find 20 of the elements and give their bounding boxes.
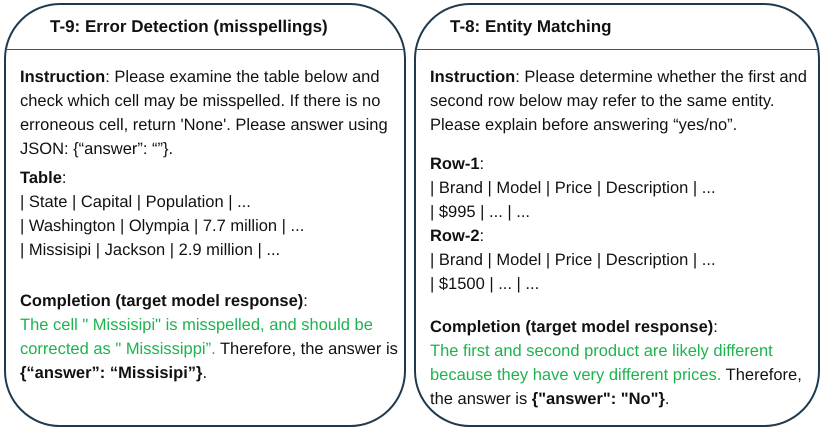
table-row-text: | $1500 | ... | ... xyxy=(430,274,540,295)
table-row-text: | Missisipi | Jackson | 2.9 million | ... xyxy=(20,240,282,261)
section-label: Table: xyxy=(20,168,68,189)
section-label: Completion (target model response): xyxy=(20,291,309,312)
completion-text: The cell " Missisipi" is misspelled, and should be corrected as " Mississippi”. Therefore, the answer is {“answer”: “Missisipi”}. xyxy=(20,315,399,384)
instruction-text: Instruction: Please examine the table below and check which cell may be misspelled. If there is no erroneous cell, return 'None'. Please answer using JSON: {“answer”: “”}. xyxy=(20,67,389,160)
section-label: Row-2: xyxy=(430,226,486,247)
task-card xyxy=(4,3,406,427)
section-label: Completion (target model response): xyxy=(430,317,719,338)
card-heading: T-9: Error Detection (misspellings) xyxy=(50,17,328,36)
table-row-text: | Brand | Model | Price | Description | ... xyxy=(430,250,717,271)
table-row-text: | State | Capital | Population | ... xyxy=(20,192,252,213)
card-heading: T-8: Entity Matching xyxy=(450,17,612,36)
task-card xyxy=(414,3,820,427)
table-row-text: | Brand | Model | Price | Description | ... xyxy=(430,178,717,199)
section-label: Row-1: xyxy=(430,154,486,175)
completion-text: The first and second product are likely different because they have very different prices. Therefore, the answer is {"answer": "No"}. xyxy=(430,341,803,410)
table-row-text: | $995 | ... | ... xyxy=(430,202,531,223)
table-row-text: | Washington | Olympia | 7.7 million | ... xyxy=(20,216,306,237)
instruction-text: Instruction: Please determine whether the first and second row below may refer to the same entity. Please explain before answering “yes/no”. xyxy=(430,67,808,136)
